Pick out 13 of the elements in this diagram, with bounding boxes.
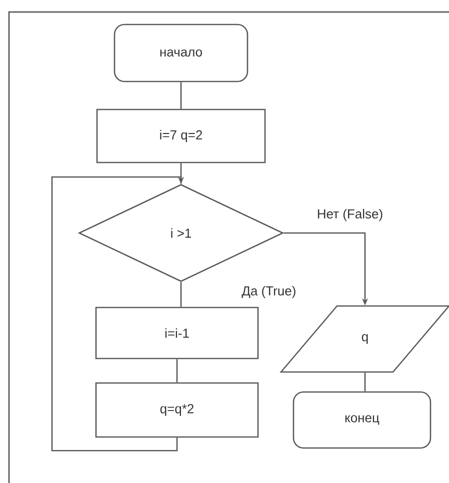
connector-line xyxy=(364,372,366,392)
arrow xyxy=(51,176,184,452)
process-box: q=q*2 xyxy=(95,382,259,438)
process-box: i=7 q=2 xyxy=(96,108,266,164)
connector-line xyxy=(180,163,182,184)
edge-label: Да (True) xyxy=(242,286,296,298)
edge-label: Нет (False) xyxy=(318,208,382,222)
connector-line xyxy=(176,359,178,382)
connector-line xyxy=(180,282,182,307)
connector-line xyxy=(180,82,182,109)
terminal-box: начало xyxy=(114,24,248,82)
process-box: i=i-1 xyxy=(95,306,259,360)
terminal-box: конец xyxy=(292,391,432,449)
